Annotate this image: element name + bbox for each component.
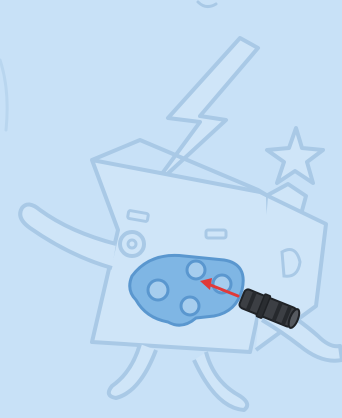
box-left-arm (20, 204, 116, 268)
side-panel-plug (282, 250, 300, 277)
star-icon (267, 128, 323, 183)
beam-hole-1 (148, 280, 168, 300)
spark-mark (198, 2, 216, 7)
right-eyebrow (206, 230, 226, 238)
box-right-leg (194, 352, 247, 410)
beam-hole-4 (181, 297, 199, 315)
box-left-leg (109, 344, 156, 398)
beam-hole-2 (187, 261, 205, 279)
left-eye (120, 232, 144, 256)
spark-mark-left (0, 60, 7, 130)
left-eyebrow (127, 210, 148, 221)
